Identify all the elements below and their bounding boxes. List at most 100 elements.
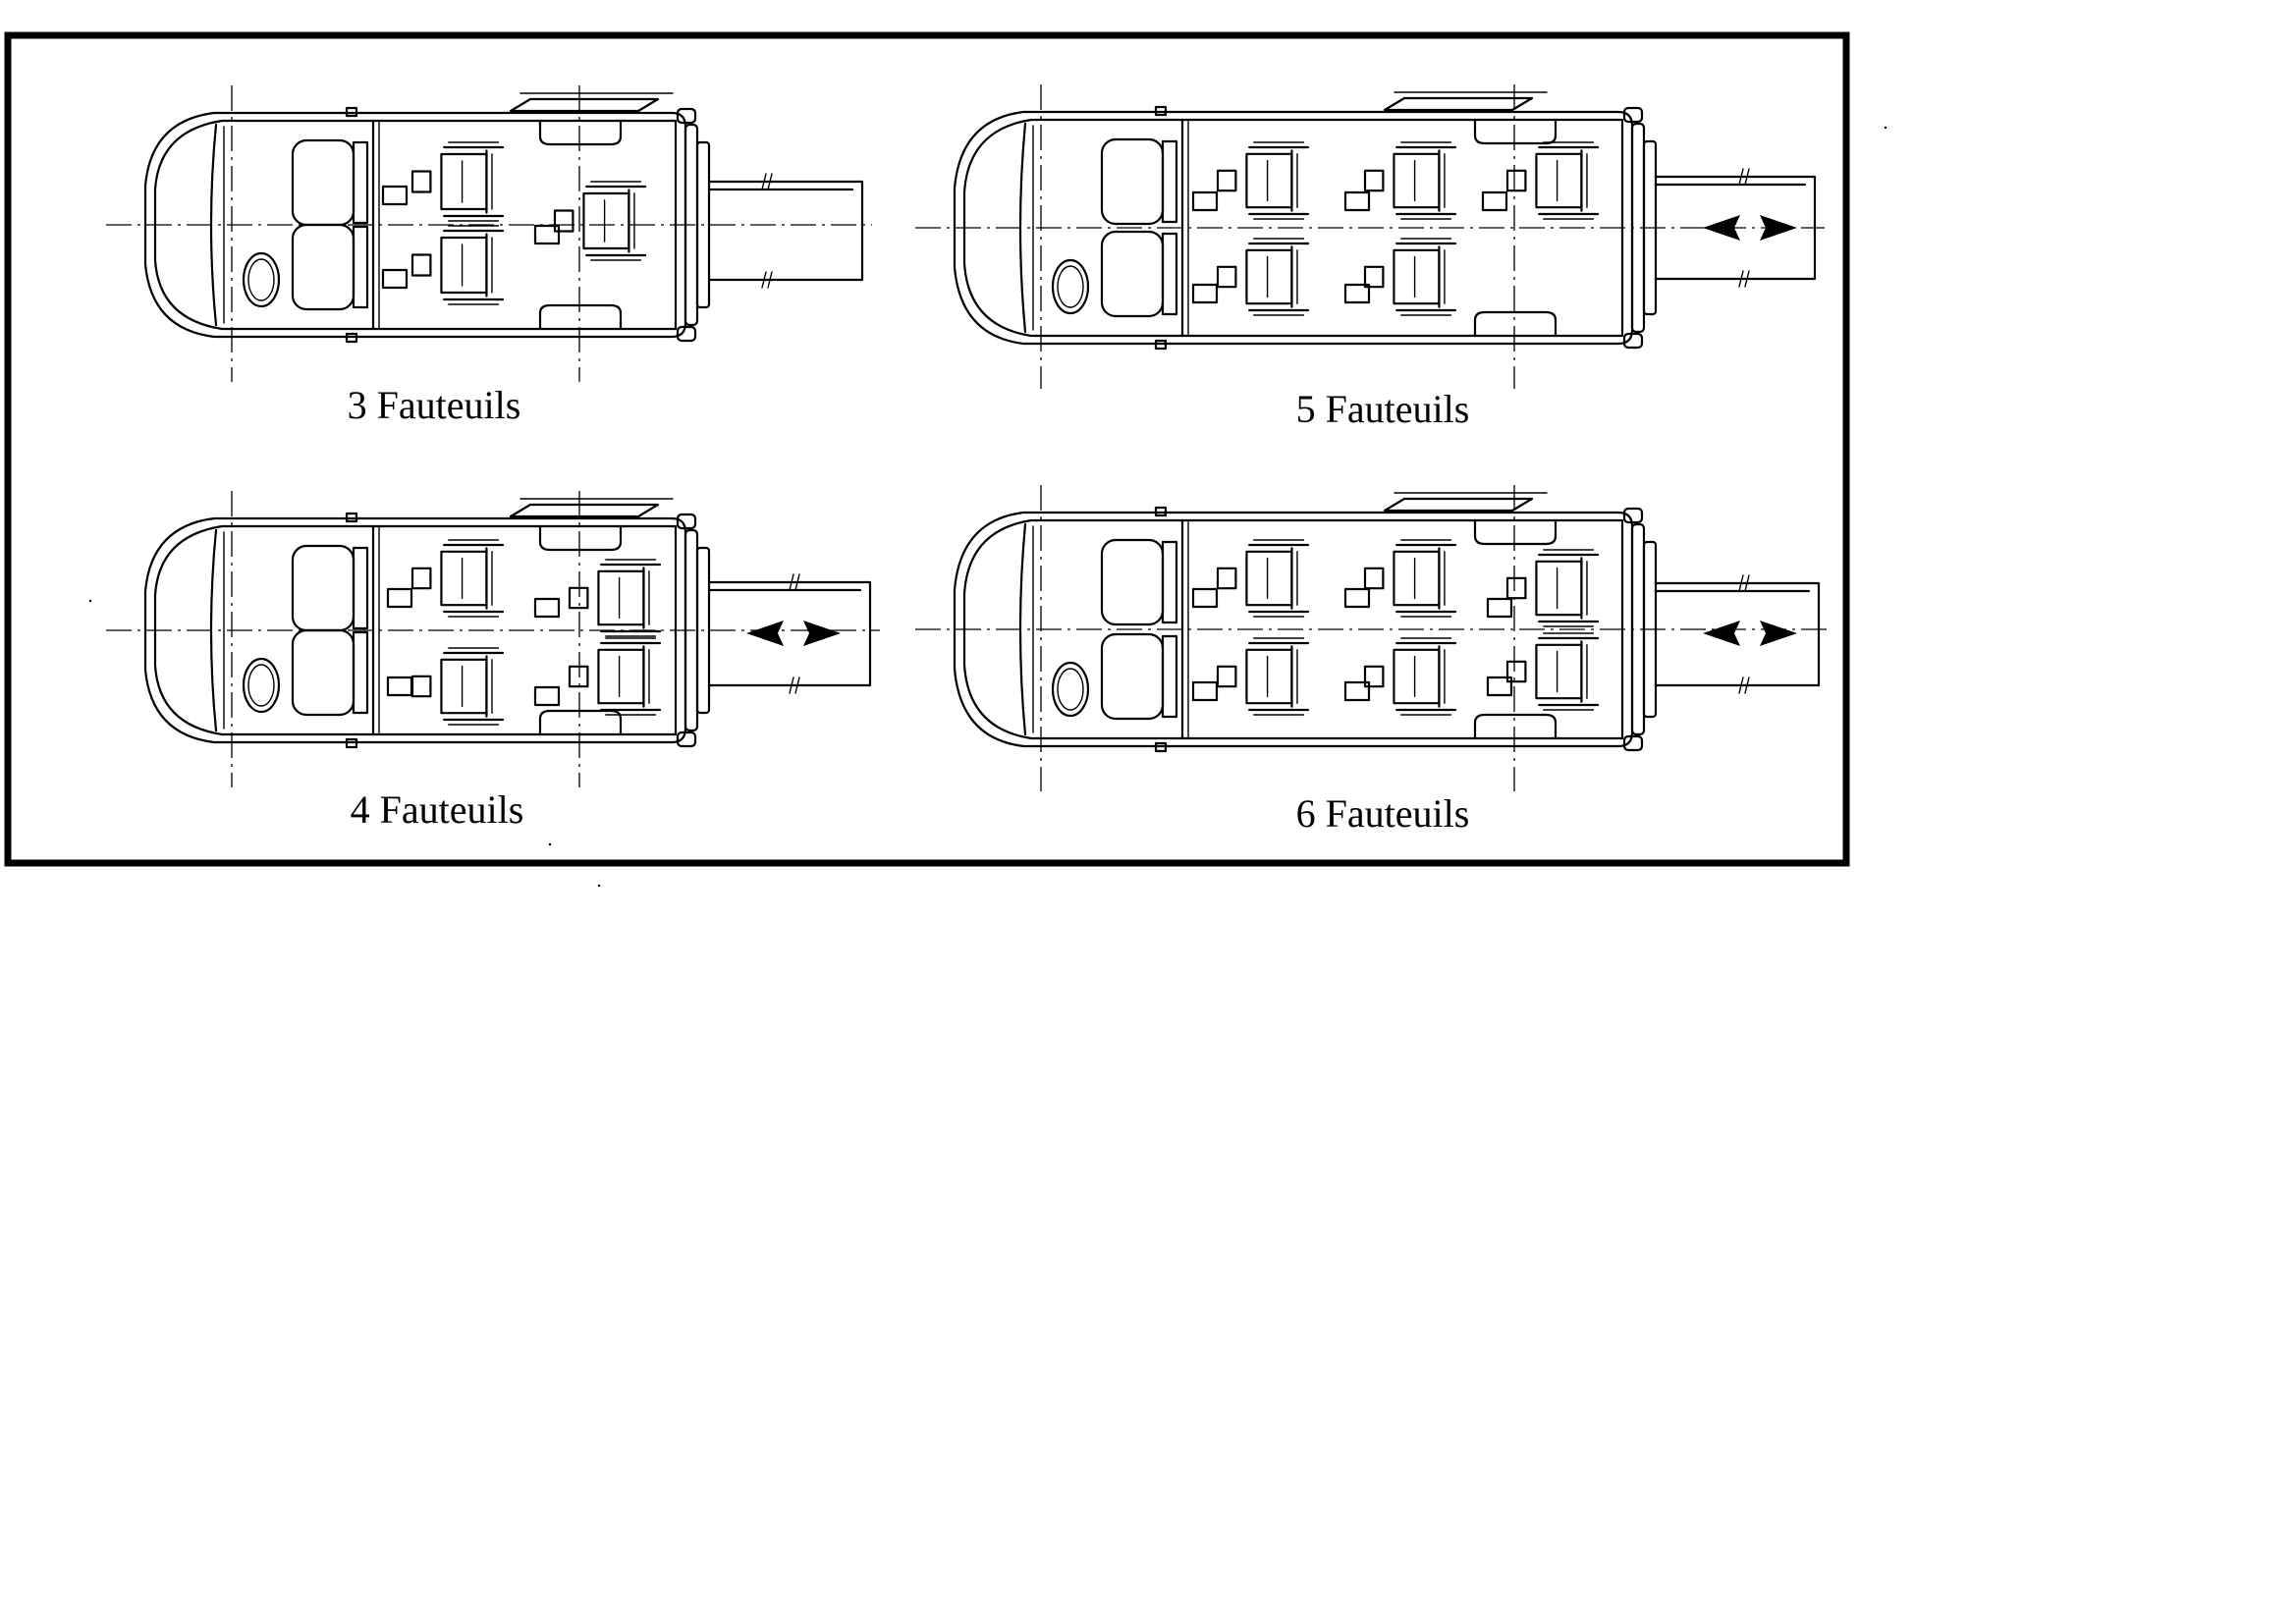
steering-wheel: [242, 251, 281, 308]
arrow-left-head: [746, 621, 784, 646]
wheelchair-footplate: [1505, 576, 1527, 600]
wheelchair-footplate: [568, 586, 589, 610]
wheelchair-footplate: [1363, 265, 1385, 289]
wheelchair-footplate: [1216, 567, 1237, 590]
floor-anchor: [1481, 190, 1508, 212]
front-seat-driver: [291, 223, 355, 311]
outer-frame: [4, 31, 1850, 867]
steering-wheel-inner: [1057, 265, 1084, 308]
sliding-door: [1383, 497, 1534, 513]
seat-back: [352, 546, 369, 630]
wheelchair: [1363, 539, 1457, 618]
wheelchair-seat: [440, 550, 488, 607]
steering-wheel: [242, 657, 281, 714]
access-ramp: [1654, 581, 1821, 687]
ramp-break-mark: [1738, 676, 1750, 694]
wheelchair: [1216, 539, 1310, 618]
wheelchair-footplate: [1363, 665, 1385, 688]
access-ramp: [707, 580, 872, 687]
tail-light: [676, 730, 697, 748]
wheelchair-seat: [440, 658, 488, 715]
mirror: [1154, 339, 1168, 351]
wheelchair-seat: [1535, 560, 1583, 617]
wheelchair: [410, 539, 505, 618]
wheelchair-seat: [1393, 248, 1441, 305]
arrow-right-head: [1760, 215, 1797, 241]
wheel-arch-bottom: [538, 709, 623, 736]
rear-bumper: [695, 546, 711, 715]
floor-anchor: [1191, 190, 1219, 212]
access-ramp: [707, 180, 864, 282]
floor-anchor: [1191, 283, 1219, 304]
mirror: [345, 512, 358, 523]
mirror: [345, 332, 358, 344]
floor-anchor: [381, 268, 409, 290]
steering-wheel: [1051, 661, 1090, 718]
tail-light: [1622, 734, 1644, 752]
floor-anchor: [1343, 283, 1371, 304]
tail-light: [676, 513, 697, 530]
wheelchair: [568, 637, 662, 716]
floor-anchor: [1191, 680, 1219, 702]
ramp-break-mark: [1738, 574, 1750, 592]
wheelchair: [553, 181, 647, 261]
front-seat-passenger: [291, 544, 355, 632]
steering-wheel-inner: [1057, 668, 1084, 711]
wheelchair-footplate: [410, 675, 432, 698]
wheelchair-seat: [1245, 550, 1293, 607]
wheelchair-footplate: [410, 170, 432, 193]
front-seat-passenger: [1100, 137, 1165, 226]
van-diagram-3-wheelchairs: [106, 85, 872, 382]
caption-6-fauteuils: 6 Fauteuils: [1296, 791, 1470, 836]
ramp-break-mark: [761, 271, 773, 289]
ramp-break-mark: [789, 676, 800, 694]
wheelchair-footplate: [568, 665, 589, 688]
wheelchair-seat: [1535, 643, 1583, 700]
wheelchair: [410, 141, 505, 222]
sliding-door: [509, 503, 660, 518]
front-seat-driver: [1100, 632, 1165, 721]
wheelchair-footplate: [410, 253, 432, 277]
caption-5-fauteuils: 5 Fauteuils: [1296, 387, 1470, 431]
front-seat-driver: [1100, 230, 1165, 318]
scan-speck: [1884, 126, 1887, 130]
floor-anchor: [533, 597, 561, 619]
floor-anchor: [1191, 587, 1219, 609]
sliding-door: [509, 97, 660, 113]
wheelchair-footplate: [1363, 169, 1385, 192]
seat-back: [1161, 634, 1178, 719]
ramp-break-mark: [761, 173, 773, 190]
wheelchair-seat: [1245, 648, 1293, 705]
wheelchair: [1363, 141, 1457, 220]
floor-anchor: [386, 587, 413, 609]
wheelchair-seat: [597, 569, 645, 626]
van-diagram-6-wheelchairs: [915, 485, 1829, 791]
wheelchair-footplate: [1363, 567, 1385, 590]
seat-back: [352, 225, 369, 309]
steering-wheel-inner: [247, 258, 275, 301]
wheel-arch-bottom: [1473, 310, 1558, 338]
wheel-arch-top: [1473, 518, 1558, 546]
wheelchair: [1505, 549, 1600, 627]
floor-anchor: [381, 185, 409, 206]
wheelchair-seat: [1393, 648, 1441, 705]
floor-anchor: [386, 676, 413, 697]
tail-light: [1622, 106, 1644, 124]
tail-light: [676, 107, 697, 125]
scan-speck: [88, 599, 92, 603]
mirror: [1154, 506, 1168, 517]
mirror: [1154, 105, 1168, 117]
wheelchair: [1216, 238, 1310, 316]
steering-wheel: [1051, 258, 1090, 315]
tail-light: [1622, 332, 1644, 350]
scan-speck: [597, 884, 601, 888]
ramp-break-mark: [789, 573, 800, 591]
mirror: [345, 737, 358, 749]
wheelchair-footplate: [1505, 660, 1527, 683]
front-seat-driver: [291, 628, 355, 717]
wheelchair-seat: [1245, 152, 1293, 209]
wheel-arch-bottom: [1473, 713, 1558, 740]
tail-light: [676, 325, 697, 343]
seat-back: [352, 630, 369, 715]
floor-anchor: [1486, 676, 1513, 697]
